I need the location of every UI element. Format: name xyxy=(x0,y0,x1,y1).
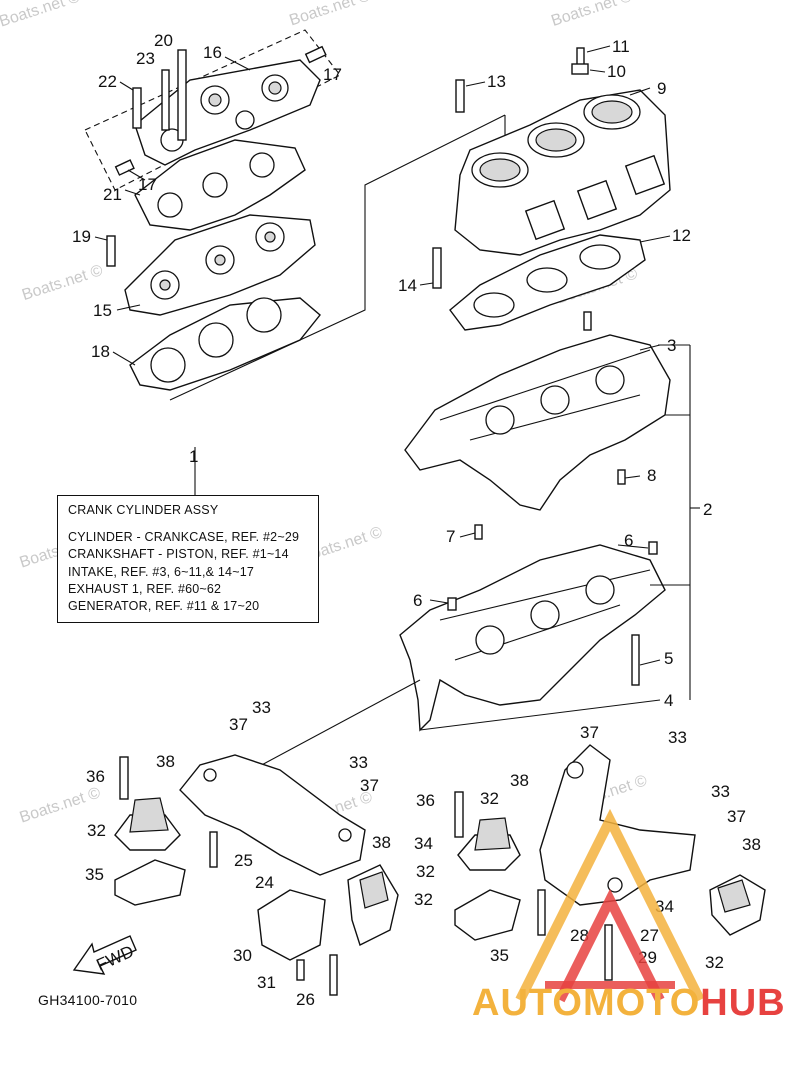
callout-4: 4 xyxy=(664,691,673,710)
callout-37: 37 xyxy=(229,715,248,734)
callout-32: 32 xyxy=(480,789,499,808)
callout-labels: 1 2 3 4 5 6 6 7 8 9 10 11 12 13 14 15 16… xyxy=(72,31,761,1009)
callout-18: 18 xyxy=(91,342,110,361)
callout-16: 16 xyxy=(203,43,222,62)
automotohub-logo: AUTOMOTOHUB xyxy=(472,982,786,1025)
watermark: Boats.net © xyxy=(20,262,105,304)
callout-10: 10 xyxy=(607,62,626,81)
logo-text-hub: HUB xyxy=(700,982,786,1024)
callout-36: 36 xyxy=(416,791,435,810)
note-line: CRANKSHAFT - PISTON, REF. #1~14 xyxy=(68,547,289,562)
callout-33: 33 xyxy=(668,728,687,747)
callout-6a: 6 xyxy=(413,591,422,610)
callout-22: 22 xyxy=(98,72,117,91)
note-line: EXHAUST 1, REF. #60~62 xyxy=(68,581,222,596)
watermark: Boats.net © xyxy=(0,0,82,31)
callout-35: 35 xyxy=(85,865,104,884)
callout-12: 12 xyxy=(672,226,691,245)
callout-33: 33 xyxy=(711,782,730,801)
callout-32: 32 xyxy=(416,862,435,881)
diagram-part-number: GH34100-7010 xyxy=(38,992,138,1008)
fwd-arrow-icon xyxy=(72,935,137,975)
callout-2: 2 xyxy=(703,500,712,519)
callout-11: 11 xyxy=(612,37,630,56)
callout-36: 36 xyxy=(86,767,105,786)
note-title: CRANK CYLINDER ASSY xyxy=(68,503,219,517)
callout-34: 34 xyxy=(414,834,433,853)
callout-24: 24 xyxy=(255,873,274,892)
callout-32: 32 xyxy=(705,953,724,972)
callout-5: 5 xyxy=(664,649,673,668)
callout-37: 37 xyxy=(727,807,746,826)
callout-38: 38 xyxy=(156,752,175,771)
callout-35: 35 xyxy=(490,946,509,965)
leader-lines xyxy=(94,45,700,666)
callout-17a: 17 xyxy=(323,65,342,84)
callout-15: 15 xyxy=(93,301,112,320)
callout-13: 13 xyxy=(487,72,506,91)
callout-19: 19 xyxy=(72,227,91,246)
callout-32: 32 xyxy=(87,821,106,840)
callout-32: 32 xyxy=(414,890,433,909)
note-line: CYLINDER - CRANKCASE, REF. #2~29 xyxy=(68,530,300,545)
cylinder-block-group xyxy=(432,47,671,331)
callout-26: 26 xyxy=(296,990,315,1009)
logo-text-automoto: AUTOMOTO xyxy=(472,982,701,1024)
engine-mounts-group: FWD xyxy=(72,744,766,996)
watermark: Boats.net © xyxy=(549,0,634,30)
callout-3: 3 xyxy=(667,336,676,355)
callout-8: 8 xyxy=(647,466,656,485)
callout-33: 33 xyxy=(252,698,271,717)
callout-31: 31 xyxy=(257,973,276,992)
callout-25: 25 xyxy=(234,851,253,870)
note-line: GENERATOR, REF. #11 & 17~20 xyxy=(68,599,260,614)
watermark: Boats.net © xyxy=(287,0,372,29)
callout-14: 14 xyxy=(398,276,417,295)
callout-6b: 6 xyxy=(624,531,633,550)
callout-7: 7 xyxy=(446,527,455,546)
callout-38: 38 xyxy=(510,771,529,790)
callout-37: 37 xyxy=(580,723,599,742)
callout-28: 28 xyxy=(570,926,589,945)
callout-17b: 17 xyxy=(138,175,157,194)
generator-cover-group xyxy=(84,29,506,401)
callout-21: 21 xyxy=(103,185,122,204)
callout-33: 33 xyxy=(349,753,368,772)
assembly-note-box: CRANK CYLINDER ASSY CYLINDER - CRANKCASE… xyxy=(57,495,319,623)
callout-38: 38 xyxy=(372,833,391,852)
callout-27: 27 xyxy=(640,926,659,945)
callout-37: 37 xyxy=(360,776,379,795)
callout-30: 30 xyxy=(233,946,252,965)
callout-9: 9 xyxy=(657,79,666,98)
note-line: INTAKE, REF. #3, 6~11,& 14~17 xyxy=(68,564,254,579)
automotohub-logo-icon xyxy=(515,808,705,1003)
callout-1: 1 xyxy=(189,447,198,466)
callout-38: 38 xyxy=(742,835,761,854)
callout-23: 23 xyxy=(136,49,155,68)
crankcase-group xyxy=(214,311,691,791)
callout-20: 20 xyxy=(154,31,173,50)
